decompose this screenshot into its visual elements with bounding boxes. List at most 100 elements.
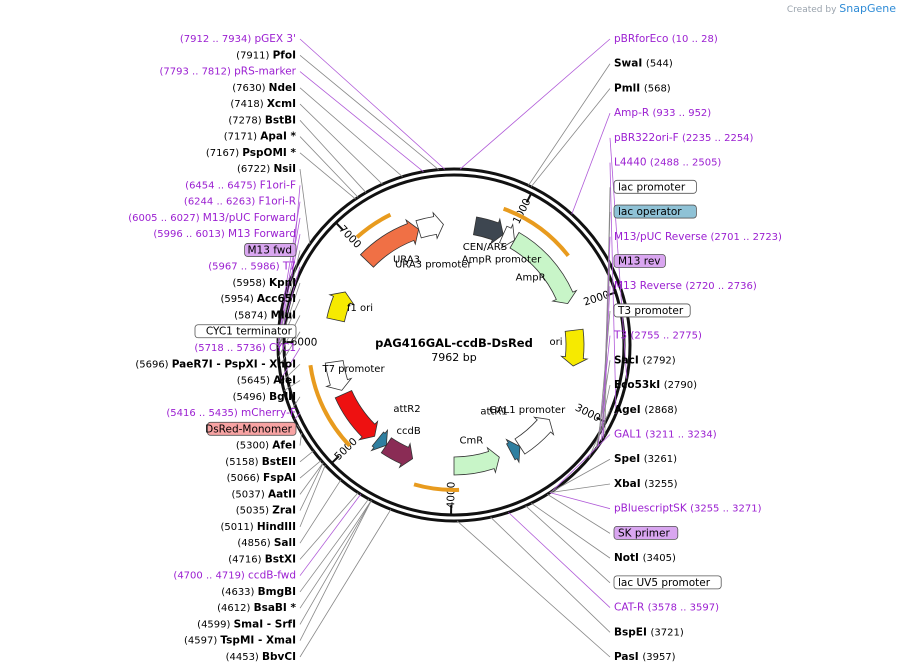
enzyme-label: (6722) NsiI — [237, 163, 296, 175]
leader-line — [296, 424, 301, 430]
primer-label: (5996 .. 6013) M13 Forward — [153, 228, 296, 240]
site-name: SalI — [274, 537, 296, 549]
site-name: ccdB-fwd — [248, 570, 296, 582]
site-name: ZraI — [272, 505, 296, 517]
feature-label: URA3 — [393, 255, 420, 266]
feature-arrow — [560, 328, 589, 367]
feature-arrow — [472, 216, 504, 245]
site-position: (5996 .. 6013) — [153, 229, 228, 240]
site-position: (2701 .. 2723) — [711, 232, 783, 243]
site-name: PaeR7I - PspXI - XhoI — [172, 358, 296, 370]
site-name: SacI — [614, 354, 642, 366]
feature-label: CmR — [460, 435, 484, 446]
enzyme-label: (5035) ZraI — [236, 505, 296, 517]
primer-label: Amp-R (933 .. 952) — [614, 107, 711, 119]
site-position: (3255 .. 3271) — [690, 504, 762, 515]
site-name: F1ori-F — [260, 179, 296, 191]
leader-line — [299, 38, 446, 170]
site-position: (6454 .. 6475) — [185, 180, 260, 191]
tick-label: 4000 — [445, 482, 457, 509]
site-name: CAT-R — [614, 602, 648, 614]
site-name: M13 Reverse — [614, 280, 685, 292]
leader-line — [552, 434, 611, 492]
site-position: (2720 .. 2736) — [685, 281, 757, 292]
site-position: (933 .. 952) — [653, 108, 712, 119]
leader-line — [530, 88, 611, 188]
feature-arrow — [453, 446, 500, 476]
feature-box — [613, 575, 722, 590]
enzyme-label: (4599) SmaI - SrfI — [197, 618, 296, 630]
primer-label: (7793 .. 7812) pRS-marker — [160, 66, 297, 78]
enzyme-label: (5958) KpnI — [233, 277, 296, 289]
site-name: HindIII — [257, 521, 296, 533]
primer-label: M13/pUC Reverse (2701 .. 2723) — [614, 231, 782, 243]
site-position: (3721) — [651, 627, 684, 638]
leader-line — [299, 169, 311, 245]
primer-label: (4700 .. 4719) ccdB-fwd — [173, 570, 296, 582]
feature-box-label: SK primer — [618, 527, 670, 539]
site-name: BbvCI — [262, 651, 296, 663]
leader-line — [299, 460, 322, 479]
site-position: (7630) — [232, 83, 268, 94]
site-position: (7912 .. 7934) — [180, 34, 255, 45]
site-name: Acc65I — [257, 293, 296, 305]
enzyme-label: SpeI (3261) — [614, 453, 677, 465]
leader-line — [299, 494, 362, 576]
leader-line — [277, 299, 301, 349]
feature-box — [244, 243, 297, 257]
leader-line — [299, 71, 424, 172]
feature-box-label: DsRed-Monomer — [205, 423, 293, 435]
enzyme-label: (5011) HindIII — [220, 521, 296, 533]
feature-box-label: T3 promoter — [617, 305, 684, 317]
enzyme-label: (5645) AleI — [237, 375, 296, 387]
feature-box — [613, 254, 666, 268]
leader-line — [597, 335, 611, 446]
enzyme-label: BspEI (3721) — [614, 626, 684, 638]
enzyme-label: NotI (3405) — [614, 552, 676, 564]
site-position: (5958) — [233, 278, 269, 289]
site-position: (5645) — [237, 376, 273, 387]
site-position: (568) — [644, 83, 671, 94]
site-name: XbaI — [614, 478, 644, 490]
enzyme-label: (5954) Acc65I — [220, 293, 296, 305]
site-name: AatII — [268, 488, 296, 500]
leader-line — [278, 331, 301, 367]
enzyme-label: (5066) FspAI — [227, 472, 296, 484]
snapgene-credit: Created by SnapGene — [787, 2, 896, 15]
enzyme-label: (7911) PfoI — [236, 49, 296, 61]
site-position: (5037) — [232, 489, 268, 500]
site-name: Amp-R — [614, 107, 653, 119]
site-name: PmlI — [614, 82, 644, 94]
site-name: mCherry-F — [241, 407, 296, 419]
leader-line — [549, 483, 611, 494]
credit-prefix: Created by — [786, 5, 837, 15]
enzyme-label: PmlI (568) — [614, 82, 671, 94]
site-position: (5158) — [225, 457, 261, 468]
site-name: AleI — [273, 375, 296, 387]
site-name: pBRforEco — [614, 33, 672, 45]
feature-label: CEN/ARS — [463, 242, 507, 253]
primer-label: (5416 .. 5435) mCherry-F — [166, 407, 296, 419]
primer-arc — [355, 212, 392, 239]
feature-box — [613, 179, 697, 194]
primer-label: T3 (2755 .. 2775) — [613, 330, 702, 342]
leader-line — [299, 432, 302, 446]
enzyme-label: (4612) BsaBI * — [217, 602, 296, 614]
site-name: pGEX 3' — [254, 33, 296, 45]
site-position: (7278) — [228, 115, 264, 126]
primer-label: CAT-R (3578 .. 3597) — [614, 602, 719, 614]
primer-label: (6005 .. 6027) M13/pUC Forward — [128, 212, 296, 224]
feature-arrow — [509, 231, 578, 305]
site-name: M13/pUC Reverse — [614, 231, 711, 243]
leader-line — [299, 500, 372, 641]
feature-box-label: CYC1 terminator — [206, 326, 293, 338]
feature-box-label: M13 rev — [618, 255, 661, 267]
leader-line — [601, 286, 611, 441]
leader-line — [283, 380, 301, 391]
site-name: BspEI — [614, 626, 651, 638]
site-position: (2755 .. 2775) — [630, 331, 702, 342]
primer-label: GAL1 (3211 .. 3234) — [614, 429, 717, 441]
site-name: T7 — [282, 261, 296, 273]
leader-line — [281, 363, 301, 382]
site-position: (7418) — [230, 99, 266, 110]
